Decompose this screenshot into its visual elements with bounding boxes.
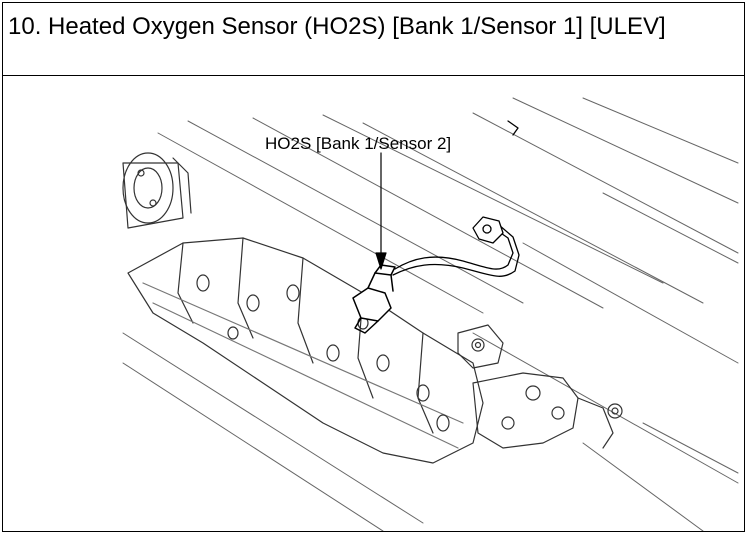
- figure-panel: HO2S [Bank 1/Sensor 2]: [3, 76, 744, 531]
- rear-bracket: [472, 372, 623, 449]
- sensor-wire: [392, 224, 520, 277]
- exhaust-diagram: HO2S [Bank 1/Sensor 2]: [122, 97, 739, 531]
- callout-leader: [375, 152, 387, 270]
- mount-bracket: [457, 324, 504, 369]
- sensor-connector: [472, 120, 519, 244]
- underbody-lines: [122, 97, 739, 531]
- title-bar: 10. Heated Oxygen Sensor (HO2S) [Bank 1/…: [3, 3, 744, 76]
- oxygen-sensor: [352, 264, 396, 334]
- front-pipe: [122, 152, 192, 229]
- catalytic-converter: [127, 237, 484, 464]
- sensor-callout-label: HO2S [Bank 1/Sensor 2]: [265, 134, 451, 153]
- page-title: 10. Heated Oxygen Sensor (HO2S) [Bank 1/…: [8, 13, 666, 40]
